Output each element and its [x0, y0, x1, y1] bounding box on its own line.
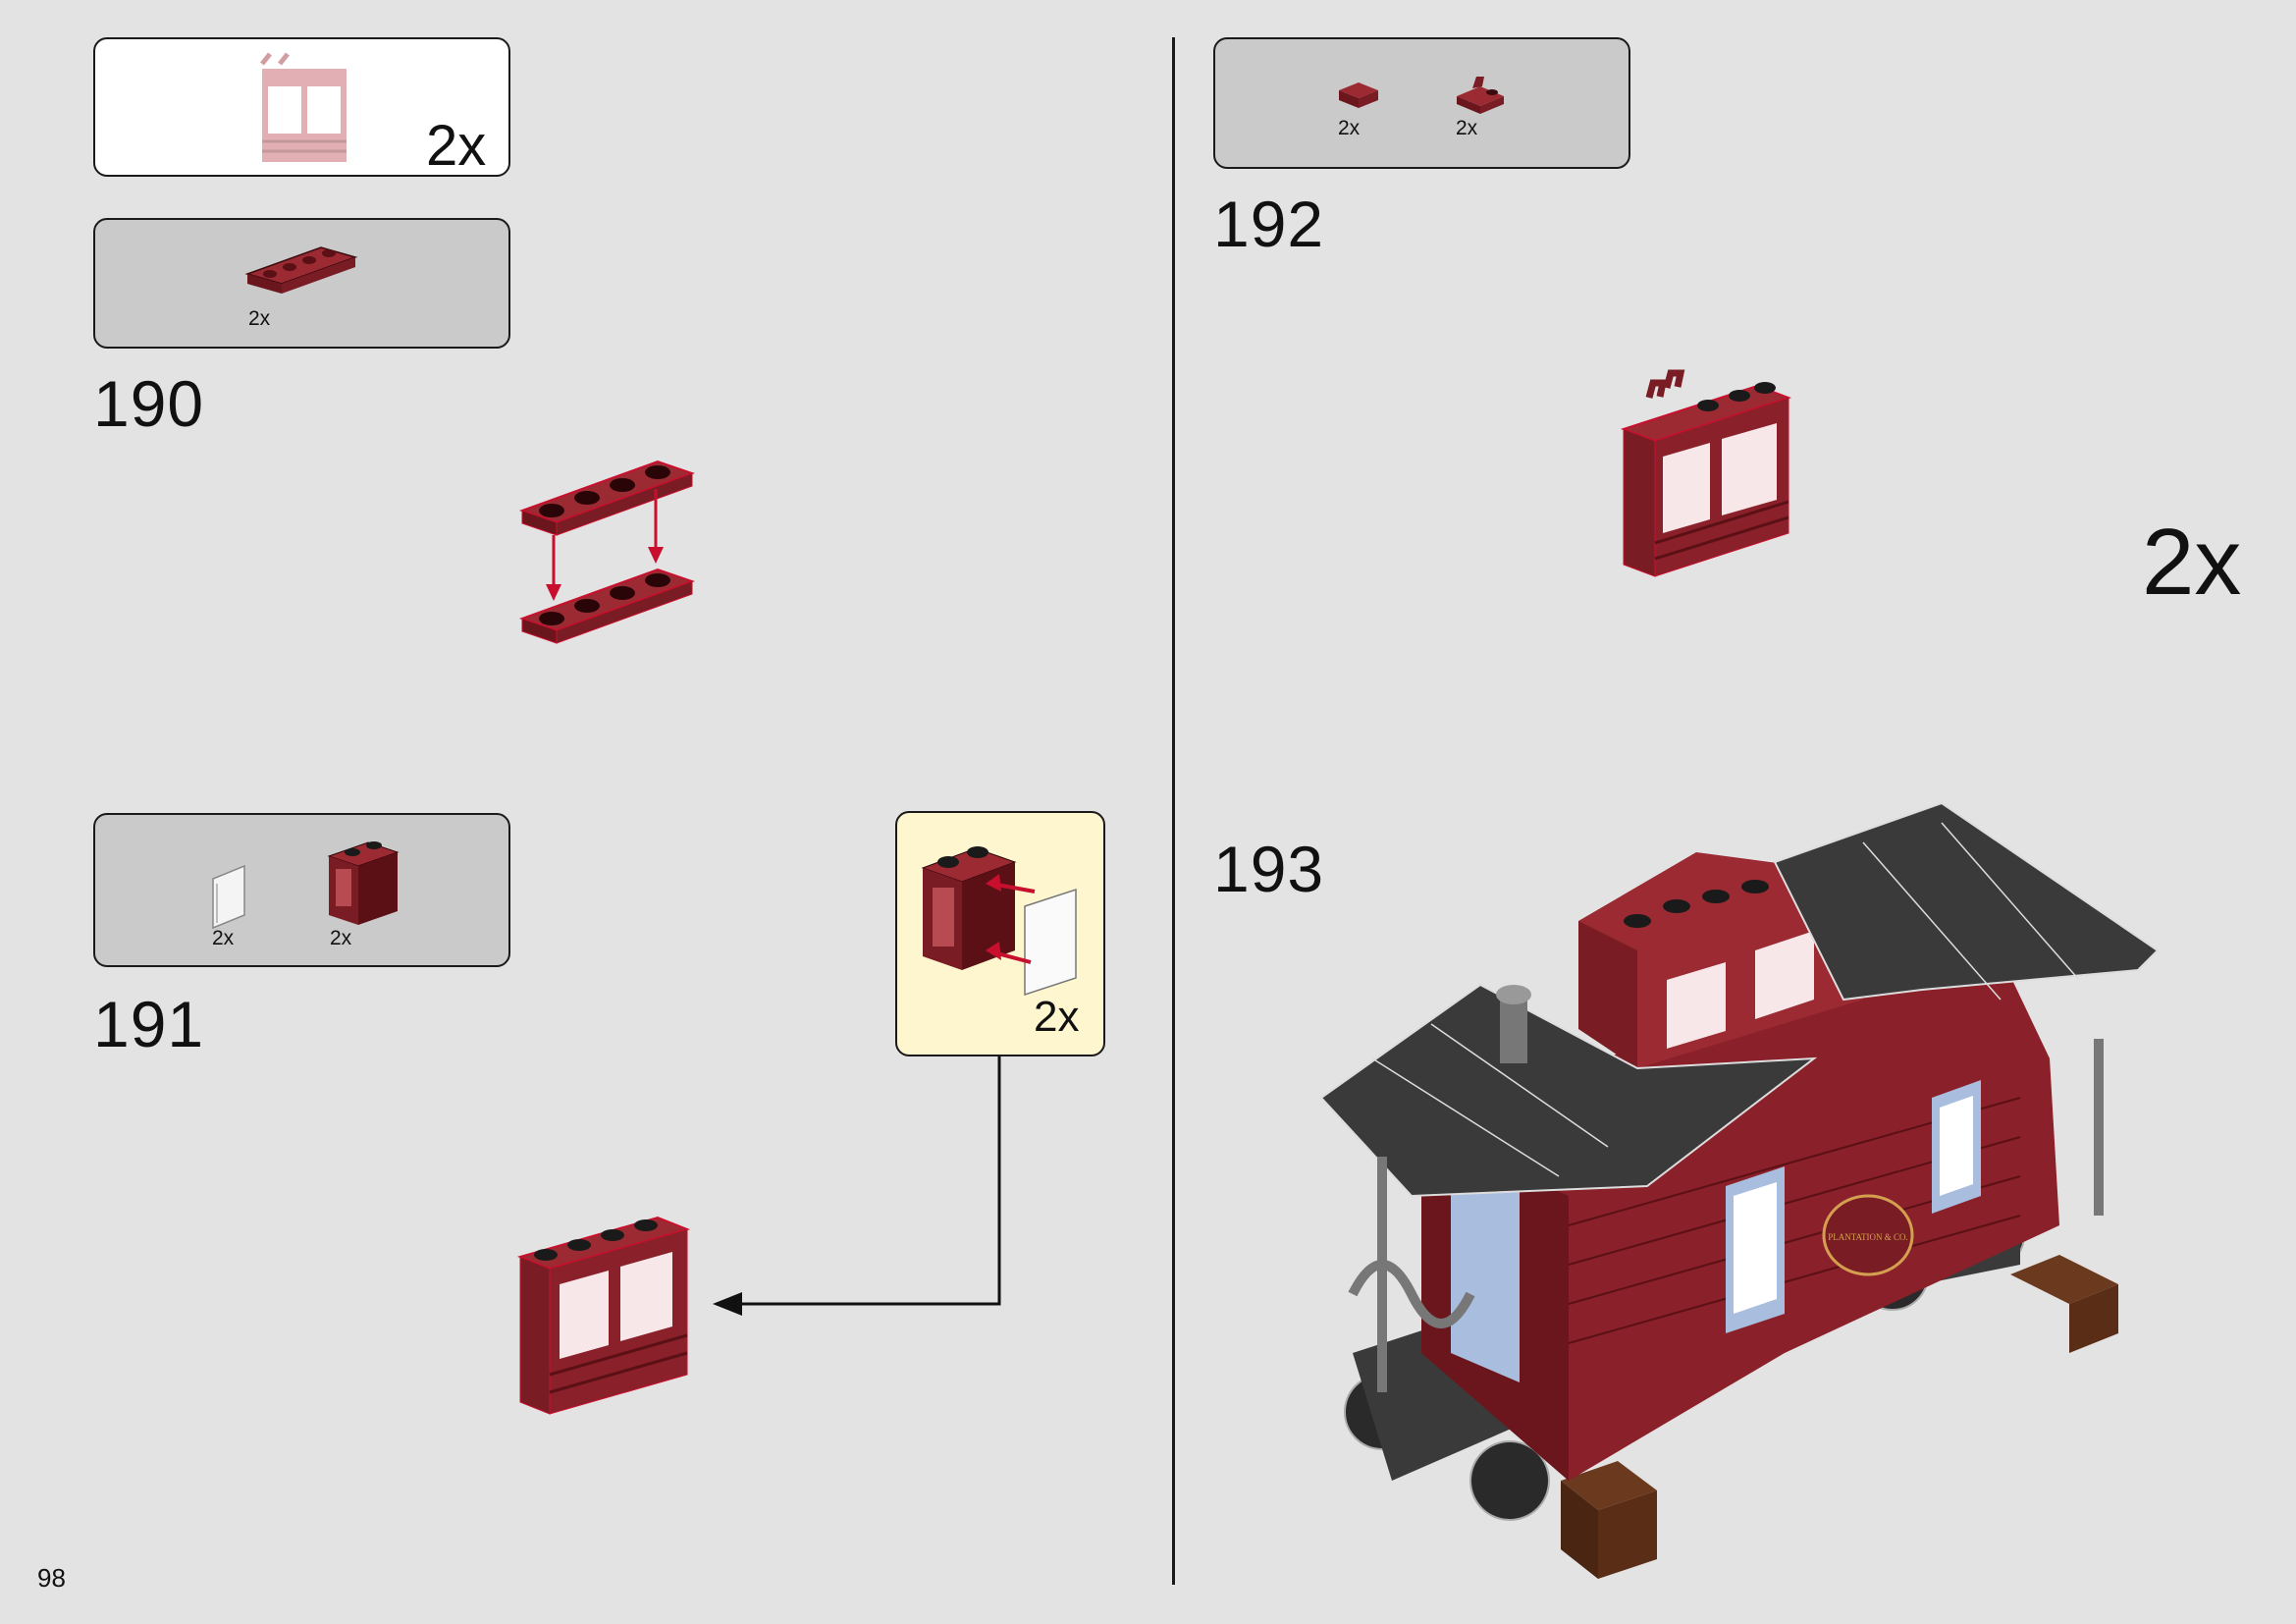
step-number-191: 191 [93, 988, 205, 1060]
callout-connector-arrow [713, 1056, 1001, 1316]
window-frame-glass-assembly-icon [921, 846, 1077, 997]
subassembly-callout: 2x [895, 811, 1105, 1056]
submodel-callout: 2x [93, 37, 510, 177]
step190-assembly-illustration [518, 460, 696, 644]
part-qty-frame: 2x [330, 927, 352, 949]
window-glass-icon [212, 864, 245, 930]
submodel-quantity: 2x [426, 114, 487, 178]
step-number-190: 190 [93, 367, 205, 440]
part-qty-glass: 2x [212, 927, 235, 949]
plate-1x4-icon [244, 246, 358, 294]
step191-assembly-illustration [516, 1216, 691, 1415]
parts-list-190: 2x [93, 218, 510, 349]
tile-1x1-icon [1339, 82, 1378, 108]
caboose-logo-text: PLANTATION & CO. [1828, 1232, 1908, 1242]
step192-assembly-illustration [1620, 369, 1792, 577]
part-qty-tile: 2x [1338, 117, 1361, 139]
window-assembly-preview-icon [260, 52, 347, 162]
parts-list-191: 2x 2x [93, 813, 510, 967]
step-number-193: 193 [1213, 833, 1325, 905]
window-frame-icon [327, 841, 400, 925]
part-qty-plate: 2x [248, 307, 271, 330]
page-number: 98 [37, 1563, 66, 1593]
caboose-model-illustration: PLANTATION & CO. [1319, 801, 2160, 1579]
railing-icon [1348, 1039, 2104, 1392]
page-divider [1172, 37, 1175, 1585]
subassembly-quantity: 2x [1034, 993, 1080, 1041]
plate-clip-icon [1457, 77, 1504, 114]
parts-list-192: 2x 2x [1213, 37, 1630, 169]
part-qty-clip: 2x [1456, 117, 1478, 139]
step192-quantity: 2x [2142, 510, 2242, 615]
step-number-192: 192 [1213, 188, 1325, 260]
